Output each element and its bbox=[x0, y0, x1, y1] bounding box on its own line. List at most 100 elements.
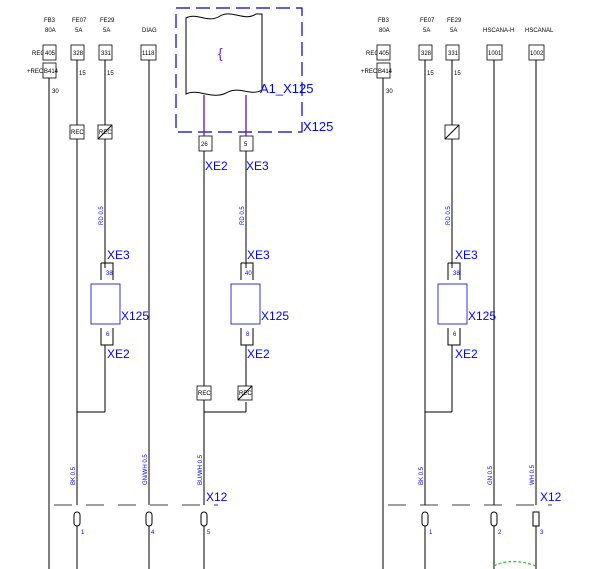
left-splices: REC REC bbox=[69, 124, 113, 140]
splice bbox=[69, 124, 85, 140]
bus-label: 15 bbox=[427, 71, 434, 77]
fuse-name: FE07 bbox=[420, 18, 435, 24]
splice-label: REC bbox=[239, 391, 252, 397]
fuse-code: 405 bbox=[45, 51, 56, 57]
wire-label: GN 0.5 bbox=[488, 465, 494, 485]
splice-slash bbox=[237, 385, 253, 401]
fuse-code: 328 bbox=[421, 51, 432, 57]
fuse-name: FB3 bbox=[378, 18, 390, 24]
module-a1-x125: { A1_X125 X125 26 5 XE2 XE3 bbox=[175, 7, 333, 173]
fuse-code: 328 bbox=[73, 51, 84, 57]
middle-inline-connector: XE3 40 X125 8 XE2 bbox=[230, 248, 289, 361]
wire-label: RD 0.5 bbox=[99, 206, 105, 225]
pin-label: 40 bbox=[245, 271, 252, 277]
connector-body bbox=[90, 283, 121, 325]
rec-label: REC bbox=[32, 51, 45, 57]
splice bbox=[196, 385, 212, 401]
pin-label: 38 bbox=[106, 271, 113, 277]
connector-body bbox=[230, 283, 261, 325]
splice-slash bbox=[444, 124, 460, 140]
bus-label: 15 bbox=[79, 71, 86, 77]
bus-label: 30 bbox=[386, 89, 393, 95]
twisted-pair-marker bbox=[493, 560, 537, 567]
right-splice bbox=[444, 124, 460, 140]
fuse-box bbox=[376, 44, 391, 61]
connector-label: X12 bbox=[206, 490, 228, 504]
right-wires bbox=[382, 60, 537, 569]
fuse-name: FE29 bbox=[100, 18, 115, 24]
left-x12-connector: X12 1 4 5 bbox=[54, 490, 228, 569]
pin-box bbox=[198, 135, 213, 152]
fuse-rating: 5A bbox=[75, 28, 82, 34]
terminal bbox=[145, 511, 153, 527]
module-symbol: { bbox=[218, 45, 223, 61]
diag-label: DIAG bbox=[142, 28, 157, 34]
connector-label: XE2 bbox=[455, 347, 478, 361]
pin-label: 4 bbox=[151, 530, 155, 536]
wire-label: RD 0.5 bbox=[240, 206, 246, 225]
fuse-code: 1001 bbox=[488, 51, 502, 57]
pin-label: 5 bbox=[244, 142, 248, 148]
wire-label: RD 0.5 bbox=[446, 206, 452, 225]
fuse-code: 405 bbox=[379, 51, 390, 57]
fuse-name: FE29 bbox=[447, 18, 462, 24]
fuse-code: B414 bbox=[44, 69, 59, 75]
module-frame-connector: X125 bbox=[303, 119, 333, 134]
fuse-rating: 5A bbox=[103, 28, 110, 34]
fuse-code: 331 bbox=[101, 51, 112, 57]
pin-label: 1 bbox=[429, 530, 433, 536]
pin-label: 3 bbox=[540, 530, 544, 536]
fuse-rating: 5A bbox=[450, 28, 457, 34]
right-fuse-header: FB3 80A FE07 5A FE29 5A HSCANA-H HSCANAL… bbox=[361, 18, 554, 95]
connector-label: XE3 bbox=[246, 159, 269, 173]
fuse-name: FE07 bbox=[72, 18, 87, 24]
module-name: A1_X125 bbox=[260, 81, 314, 96]
connector-label: XE3 bbox=[247, 248, 270, 262]
terminal bbox=[421, 511, 429, 527]
wire-label: WH 0.5 bbox=[530, 464, 536, 485]
fuse-box bbox=[42, 44, 57, 61]
wire-label: BK 0.5 bbox=[71, 466, 77, 485]
pin-label: 6 bbox=[106, 332, 110, 338]
fuse-name: FB3 bbox=[44, 18, 56, 24]
connector-label: XE2 bbox=[205, 159, 228, 173]
connector-label: X125 bbox=[261, 309, 289, 323]
rec-label: REC bbox=[366, 51, 379, 57]
fuse-rating: 5A bbox=[423, 28, 430, 34]
connector-label: X125 bbox=[468, 309, 496, 323]
fuse-code: B414 bbox=[378, 69, 393, 75]
connector-label: X12 bbox=[540, 490, 562, 504]
module-wires bbox=[203, 95, 247, 505]
splice-slash bbox=[97, 124, 113, 140]
can-h-label: HSCANA-H bbox=[483, 28, 514, 34]
connector-bracket bbox=[240, 328, 254, 346]
pin-label: 1 bbox=[81, 530, 85, 536]
right-x12-connector: X12 1 2 3 bbox=[388, 490, 562, 569]
connector-label: XE3 bbox=[107, 248, 130, 262]
fuse-code: 1002 bbox=[530, 51, 544, 57]
terminal bbox=[490, 511, 498, 527]
connector-body bbox=[437, 283, 468, 325]
left-fuse-header: FB3 80A FE07 5A FE29 5A DIAG REC +REC 40… bbox=[27, 18, 157, 95]
plus-rec-label: +REC bbox=[361, 69, 378, 75]
connector-label: X125 bbox=[121, 309, 149, 323]
connector-label: XE2 bbox=[107, 347, 130, 361]
bus-label: 15 bbox=[454, 71, 461, 77]
bus-label: 30 bbox=[52, 89, 59, 95]
connector-bracket bbox=[447, 262, 461, 280]
module-frame bbox=[175, 7, 303, 133]
bus-label: 15 bbox=[107, 71, 114, 77]
splice-label: REC bbox=[99, 130, 112, 136]
connector-label: XE3 bbox=[455, 248, 478, 262]
right-inline-connector: XE3 38 X125 6 XE2 bbox=[437, 248, 496, 361]
left-inline-connector: XE3 38 X125 6 XE2 bbox=[90, 248, 149, 361]
module-body bbox=[185, 13, 263, 96]
connector-bracket bbox=[240, 262, 254, 280]
connector-bracket bbox=[447, 328, 461, 346]
connector-label: XE2 bbox=[247, 347, 270, 361]
pin-label: 5 bbox=[207, 530, 211, 536]
pin-label: 38 bbox=[453, 271, 460, 277]
fuse-rating: 80A bbox=[45, 28, 56, 34]
wire-label: BU/WH 0.5 bbox=[198, 454, 204, 485]
